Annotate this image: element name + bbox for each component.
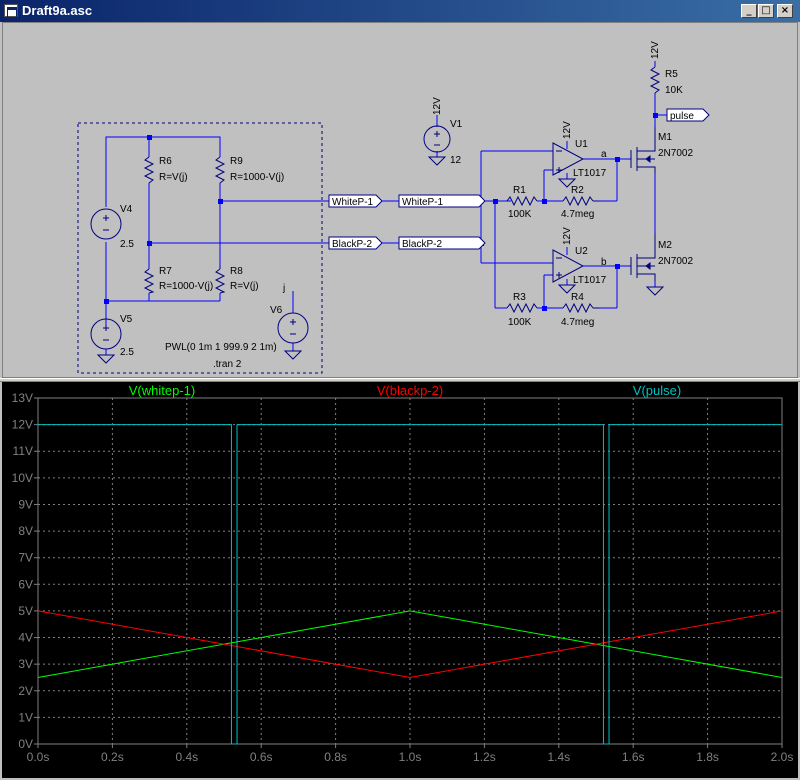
voltage-source-icon (90, 125, 451, 350)
schematic-canvas[interactable]: V4 2.5 V5 2.5 R6 R=V(j) R9 R=1000-V(j) R… (2, 22, 798, 378)
r7-name: R7 (159, 266, 172, 277)
y-tick-label: 4V (18, 631, 33, 645)
y-tick-label: 8V (18, 524, 33, 538)
u2-node-b: b (601, 257, 607, 268)
v6-pwl: PWL(0 1m 1 999.9 2 1m) (165, 342, 277, 353)
v4-name: V4 (120, 204, 133, 215)
net-label-blackp-right: BlackP-2 (402, 239, 442, 250)
wires (77, 61, 667, 374)
y-tick-label: 11V (13, 444, 33, 458)
y-tick-label: 6V (18, 577, 33, 591)
schematic-icon (4, 4, 18, 18)
v1-rail: 12V (432, 97, 443, 115)
r7-value: R=1000-V(j) (159, 281, 213, 292)
net-label-flags (328, 108, 710, 250)
u2-rail: 12V (562, 227, 573, 245)
m2-name: M2 (658, 240, 672, 251)
y-tick-label: 12V (12, 418, 33, 432)
v6-node-j: j (282, 283, 285, 294)
y-tick-label: 10V (12, 471, 33, 485)
mosfet-icon (630, 127, 656, 281)
dashed-group-box (77, 122, 323, 374)
r1-name: R1 (513, 185, 526, 196)
u2-part: LT1017 (573, 275, 607, 286)
series-line-0 (37, 610, 783, 678)
tran-directive: .tran 2 (213, 359, 242, 370)
r3-value: 100K (508, 317, 532, 328)
v1-name: V1 (450, 119, 463, 130)
u1-name: U1 (575, 139, 588, 150)
y-tick-label: 13V (12, 391, 33, 405)
resistor-icon (143, 66, 661, 314)
pane-splitter[interactable] (0, 378, 800, 382)
x-tick-label: 2.0s (771, 750, 794, 764)
x-tick-label: 1.2s (473, 750, 496, 764)
r8-name: R8 (230, 266, 243, 277)
ground-icon (96, 156, 665, 364)
v6-name: V6 (270, 305, 283, 316)
series-line-2 (38, 424, 782, 745)
title-bar[interactable]: Draft9a.asc _ □ × (0, 0, 800, 22)
legend-entry-0: V(whitep-1) (129, 383, 195, 398)
waveform-plot[interactable]: 0V 1V 2V 3V 4V 5V 6V 7V 8V 9V 10V 11V 12V 13V 0.0s 0.2s… (2, 382, 798, 778)
x-tick-label: 1.6s (622, 750, 645, 764)
u1-part: LT1017 (573, 168, 607, 179)
x-tick-label: 0.0s (27, 750, 50, 764)
x-tick-label: 1.8s (696, 750, 719, 764)
r4-name: R4 (571, 292, 584, 303)
u1-node-a: a (601, 149, 607, 160)
m1-part: 2N7002 (658, 148, 693, 159)
y-tick-label: 7V (18, 551, 33, 565)
y-tick-label: 5V (18, 604, 33, 618)
opamp-icon (552, 142, 585, 283)
minimize-button[interactable]: _ (741, 4, 757, 18)
series-line-1 (37, 610, 783, 678)
net-label-whitep-right: WhiteP-1 (402, 197, 444, 208)
r3-name: R3 (513, 292, 526, 303)
net-label-whitep-left: WhiteP-1 (332, 197, 374, 208)
r5-value: 10K (665, 85, 683, 96)
y-tick-label: 1V (18, 710, 33, 724)
r5-name: R5 (665, 69, 678, 80)
legend-entry-1: V(blackp-2) (377, 383, 443, 398)
close-button[interactable]: × (777, 4, 793, 18)
r2-name: R2 (571, 185, 584, 196)
x-tick-label: 0.8s (324, 750, 347, 764)
u2-name: U2 (575, 246, 588, 257)
x-tick-label: 0.2s (101, 750, 124, 764)
r6-value: R=V(j) (159, 172, 188, 183)
r6-name: R6 (159, 156, 172, 167)
minimize-icon: _ (746, 5, 752, 16)
net-label-blackp-left: BlackP-2 (332, 239, 372, 250)
y-tick-label: 3V (18, 657, 33, 671)
maximize-icon: □ (761, 5, 771, 16)
legend-entry-2: V(pulse) (633, 383, 681, 398)
y-tick-label: 0V (18, 737, 33, 751)
y-tick-label: 2V (18, 684, 33, 698)
v1-value: 12 (450, 155, 462, 166)
maximize-button[interactable]: □ (758, 4, 774, 18)
m2-part: 2N7002 (658, 256, 693, 267)
r9-value: R=1000-V(j) (230, 172, 284, 183)
r4-value: 4.7meg (561, 317, 594, 328)
r9-name: R9 (230, 156, 243, 167)
y-tick-label: 9V (18, 497, 33, 511)
r2-value: 4.7meg (561, 209, 594, 220)
x-tick-label: 1.0s (399, 750, 422, 764)
u1-rail: 12V (562, 121, 573, 139)
x-tick-label: 0.6s (250, 750, 273, 764)
v5-name: V5 (120, 314, 133, 325)
r5-rail: 12V (650, 41, 661, 59)
window-title: Draft9a.asc (22, 3, 93, 18)
r1-value: 100K (508, 209, 532, 220)
v5-value: 2.5 (120, 347, 134, 358)
v4-value: 2.5 (120, 239, 134, 250)
x-tick-label: 1.4s (547, 750, 570, 764)
net-label-pulse: pulse (670, 111, 694, 122)
close-icon: × (780, 5, 790, 16)
r8-value: R=V(j) (230, 281, 259, 292)
m1-name: M1 (658, 132, 672, 143)
x-tick-label: 0.4s (175, 750, 198, 764)
